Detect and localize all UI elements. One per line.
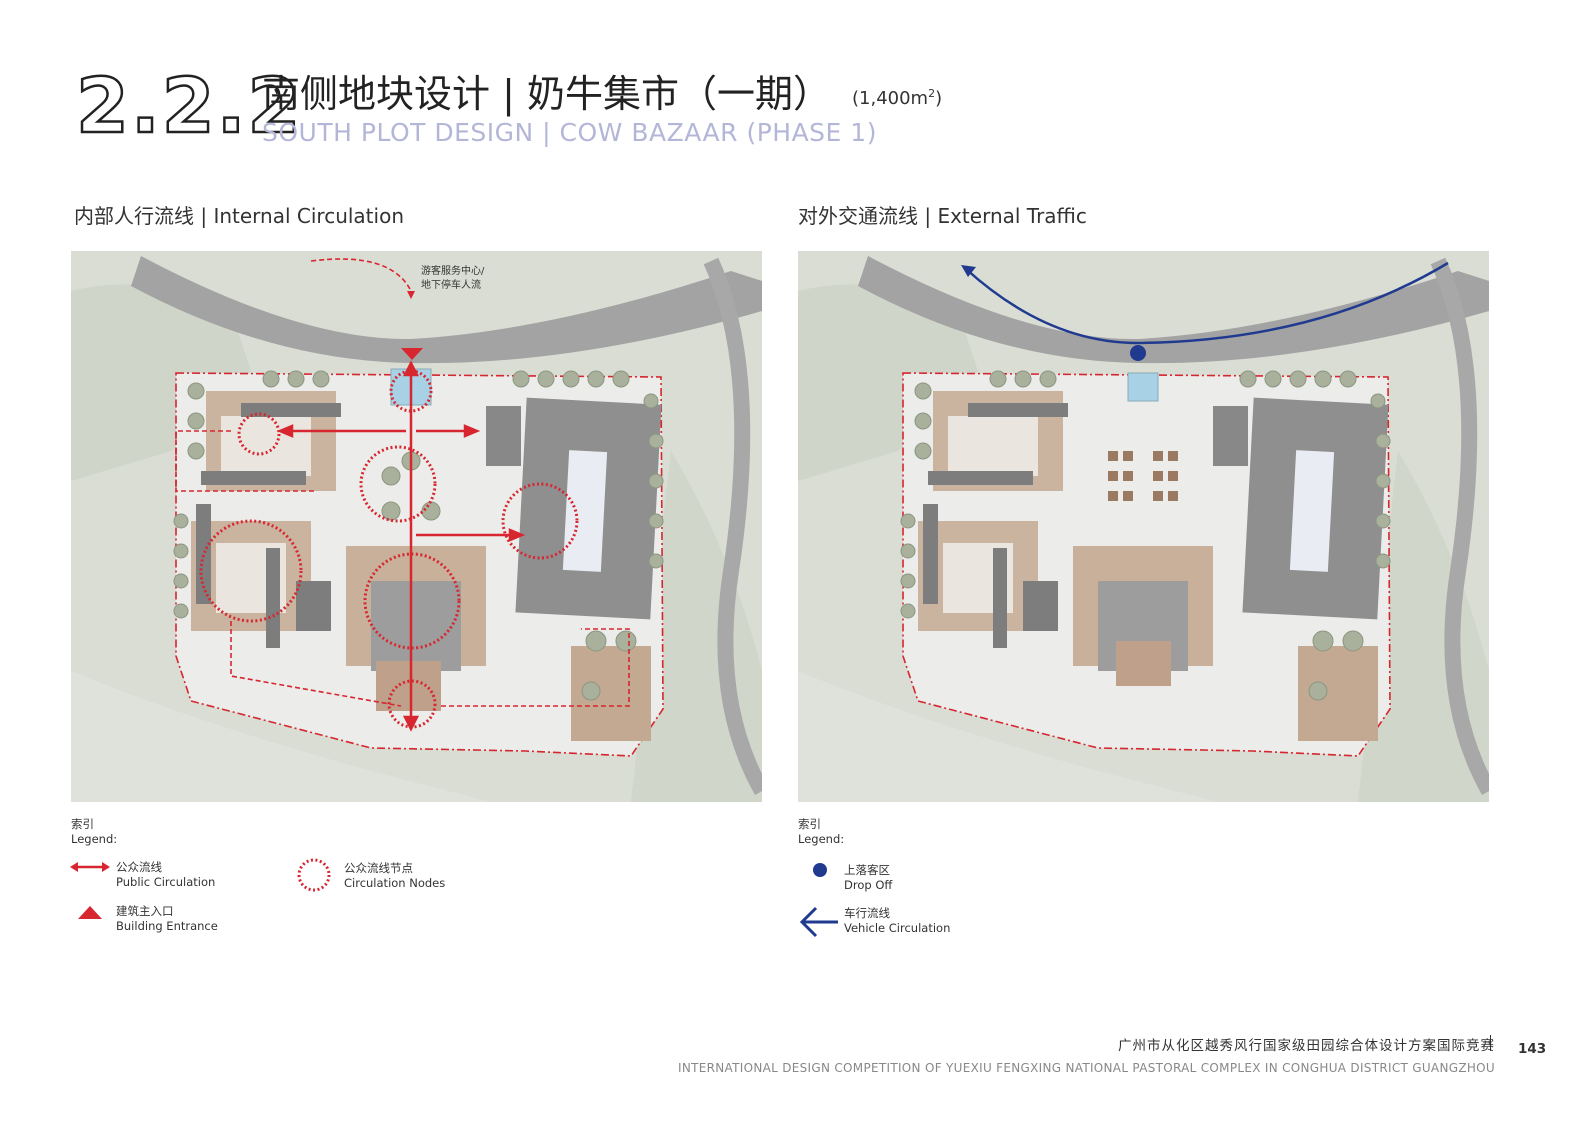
- legend-title-en: Legend:: [71, 832, 118, 846]
- area-unit-sup: 2: [928, 87, 936, 100]
- left-legend-title: 索引 Legend:: [71, 817, 117, 847]
- right-panel-title: 对外交通流线 | External Traffic: [798, 204, 1087, 228]
- legend-en: Building Entrance: [116, 919, 218, 933]
- triangle-icon: [78, 906, 102, 919]
- legend-cn: 车行流线: [844, 906, 890, 920]
- footer-title-en: INTERNATIONAL DESIGN COMPETITION OF YUEX…: [677, 1061, 1495, 1075]
- double-arrow-icon: [70, 862, 110, 872]
- legend-cn: 公众流线节点: [344, 861, 413, 875]
- area-value: (1,400m: [852, 88, 929, 109]
- area-close: ): [935, 88, 943, 109]
- legend-en: Vehicle Circulation: [844, 921, 951, 935]
- legend-title-en: Legend:: [798, 832, 845, 846]
- legend-en: Drop Off: [844, 878, 893, 892]
- legend-cn: 公众流线: [116, 860, 162, 874]
- map-note-line1: 游客服务中心/: [421, 264, 485, 277]
- legend-en: Public Circulation: [116, 875, 216, 889]
- footer-divider: [1490, 1035, 1491, 1051]
- dashed-circle-icon: [297, 858, 331, 892]
- legend-en: Circulation Nodes: [344, 876, 446, 890]
- page-title-cn: 南侧地块设计 | 奶牛集市（一期）: [262, 72, 831, 116]
- left-panel-title: 内部人行流线 | Internal Circulation: [74, 204, 404, 228]
- internal-circulation-map: 游客服务中心/ 地下停车人流: [71, 251, 762, 802]
- area-label: (1,400m2): [852, 87, 942, 109]
- legend-title-cn: 索引: [71, 817, 94, 831]
- legend-title-cn: 索引: [798, 817, 821, 831]
- footer-title-cn: 广州市从化区越秀风行国家级田园综合体设计方案国际竞赛: [1118, 1038, 1495, 1054]
- external-traffic-map: [798, 251, 1489, 802]
- arrow-left-icon: [799, 906, 838, 938]
- page-number: 143: [1518, 1041, 1547, 1057]
- legend-cn: 上落客区: [844, 863, 890, 877]
- map-note-line2: 地下停车人流: [421, 278, 481, 291]
- site-plan-left: 游客服务中心/ 地下停车人流: [71, 251, 762, 802]
- legend-cn: 建筑主入口: [116, 904, 174, 918]
- site-plan-right: [798, 251, 1489, 802]
- page-title-en: SOUTH PLOT DESIGN | COW BAZAAR (PHASE 1): [262, 118, 877, 147]
- dot-icon: [813, 863, 827, 877]
- right-legend-title: 索引 Legend:: [798, 817, 844, 847]
- section-number: 2.2.2: [75, 61, 303, 150]
